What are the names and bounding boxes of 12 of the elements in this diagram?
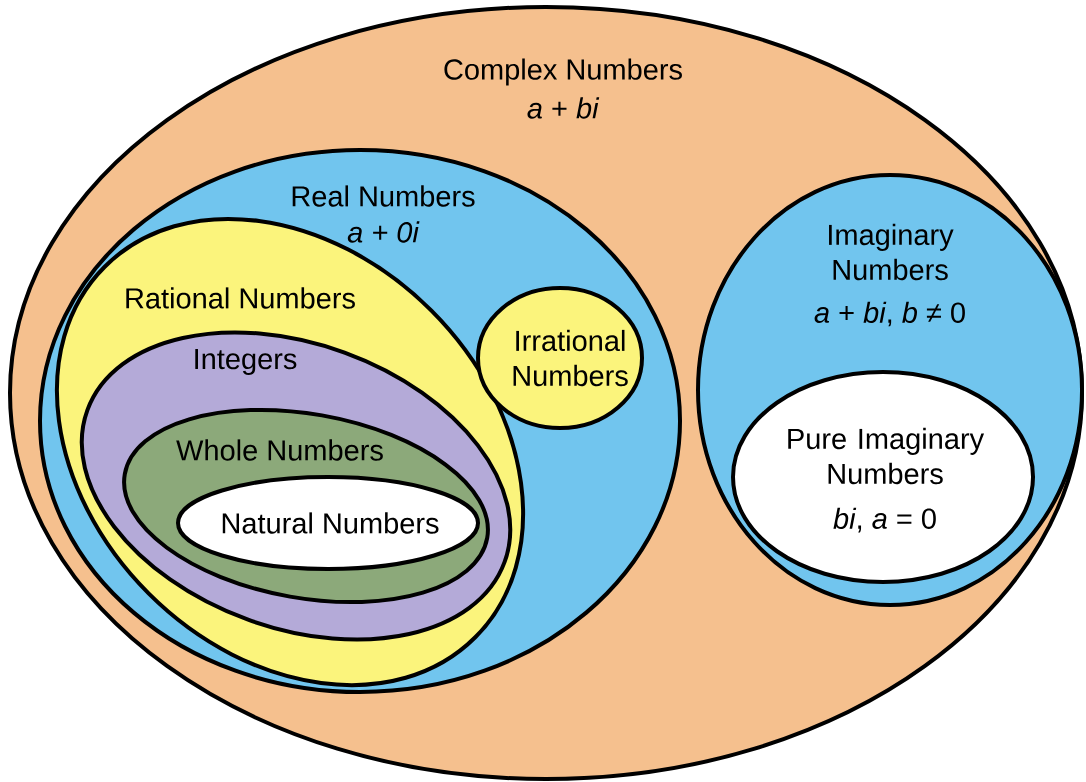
- set-label: Complex Numbers: [444, 58, 682, 86]
- set-label: Pure Imaginary Numbers: [788, 427, 985, 485]
- set-label: Whole Numbers: [176, 439, 383, 461]
- set-label: Real Numbers: [292, 185, 475, 207]
- set-label: Irrational Numbers: [513, 329, 628, 387]
- set-label: Integers: [195, 349, 297, 375]
- set-formula: a + 0i: [347, 221, 420, 243]
- set-label: Rational Numbers: [126, 287, 355, 309]
- set-label: Natural Numbers: [222, 512, 439, 534]
- set-formula: a + bi, b ≠ 0: [814, 301, 965, 327]
- set-formula: bi, a = 0: [833, 507, 936, 533]
- set-formula: a + bi: [527, 97, 600, 119]
